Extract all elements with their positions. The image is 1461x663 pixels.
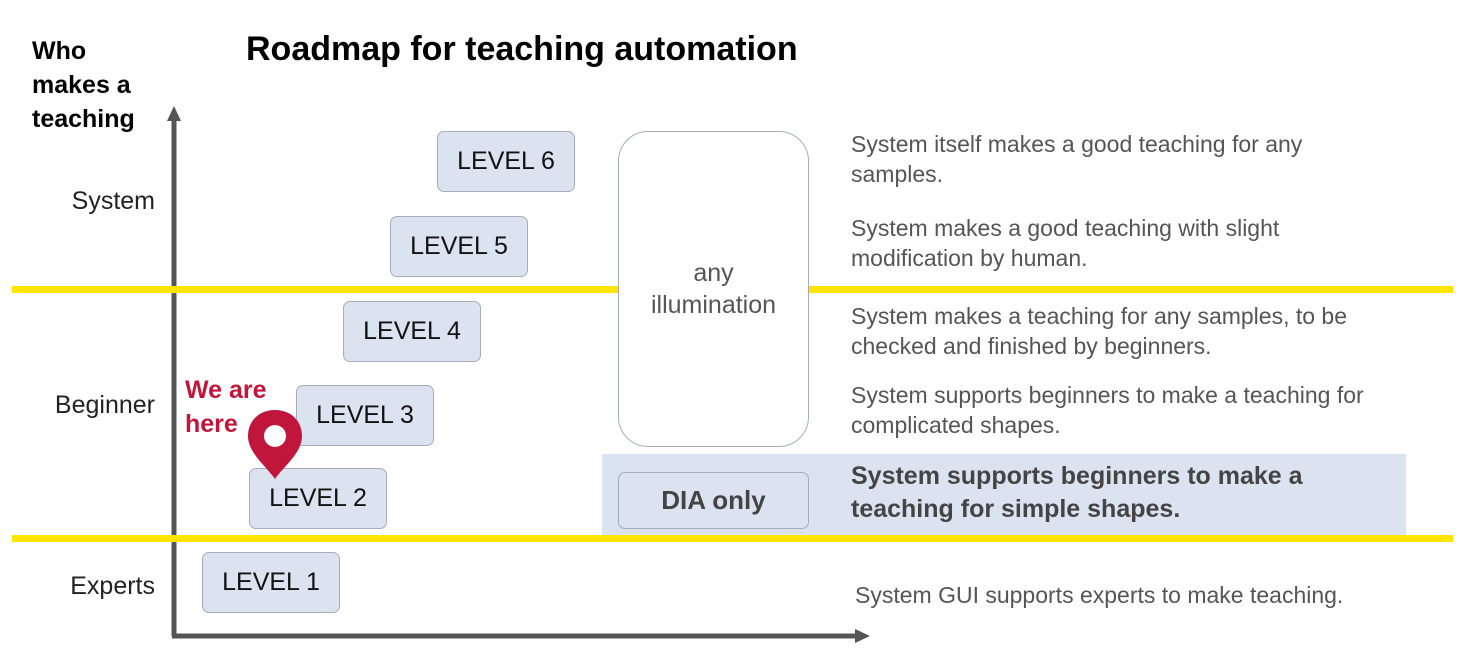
level-5-box: LEVEL 5 — [390, 216, 528, 277]
category-system: System — [71, 187, 155, 215]
level-6-box: LEVEL 6 — [437, 131, 575, 192]
we-are-here-label: We are here — [185, 376, 267, 438]
location-pin-icon — [248, 410, 302, 479]
description-level-4: System makes a teaching for any samples,… — [851, 303, 1348, 359]
category-experts: Experts — [70, 572, 155, 600]
dia-only-box: DIA only — [618, 472, 809, 529]
description-level-3: System supports beginners to make a teac… — [851, 382, 1364, 438]
category-beginner: Beginner — [54, 391, 155, 419]
y-axis-arrowhead — [167, 106, 181, 121]
page-title: Roadmap for teaching automation — [246, 30, 798, 68]
description-level-1: System GUI supports experts to make teac… — [855, 582, 1344, 608]
any-illumination-box: any illumination — [618, 131, 809, 447]
level-2-box: LEVEL 2 — [249, 468, 387, 529]
description-level-6: System itself makes a good teaching for … — [851, 131, 1303, 187]
divider-beginner-experts — [12, 535, 1453, 542]
description-level-2: System supports beginners to make a teac… — [851, 462, 1303, 523]
level-4-box: LEVEL 4 — [343, 301, 481, 362]
level-3-box: LEVEL 3 — [296, 385, 434, 446]
level-1-box: LEVEL 1 — [202, 552, 340, 613]
y-axis-heading: Who makes a teaching — [32, 37, 135, 133]
x-axis-arrowhead — [855, 629, 870, 643]
description-level-5: System makes a good teaching with slight… — [851, 215, 1280, 271]
